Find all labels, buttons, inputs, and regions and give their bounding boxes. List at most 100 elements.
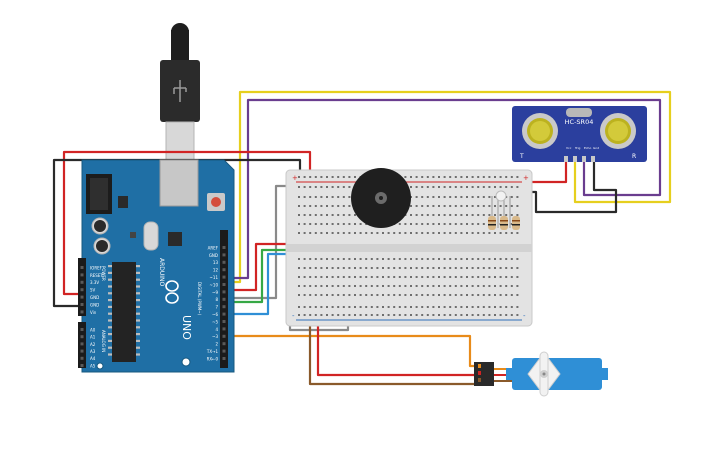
breadboard-hole bbox=[449, 205, 452, 207]
breadboard-hole bbox=[354, 314, 356, 316]
breadboard-hole bbox=[314, 267, 317, 269]
breadboard-hole bbox=[505, 267, 508, 269]
breadboard-hole bbox=[348, 186, 351, 188]
usb-icon bbox=[173, 80, 187, 102]
breadboard-hole bbox=[477, 294, 480, 296]
breadboard-hole bbox=[443, 196, 446, 198]
breadboard-hole bbox=[494, 276, 496, 278]
breadboard-hole bbox=[326, 205, 328, 207]
breadboard-hole bbox=[314, 186, 317, 188]
breadboard-hole bbox=[359, 267, 362, 269]
breadboard-hole bbox=[432, 205, 435, 207]
breadboard-hole bbox=[482, 294, 485, 296]
breadboard-hole bbox=[387, 294, 390, 296]
breadboard-hole bbox=[337, 267, 340, 269]
breadboard-hole bbox=[516, 176, 519, 178]
breadboard-hole bbox=[415, 276, 418, 278]
digital-section-label: DIGITAL (PWM~) bbox=[197, 282, 202, 316]
header-pin bbox=[222, 297, 226, 301]
breadboard-hole bbox=[494, 232, 496, 234]
breadboard-hole bbox=[354, 214, 356, 216]
breadboard-hole bbox=[348, 294, 351, 296]
breadboard-hole bbox=[460, 285, 463, 287]
breadboard-hole bbox=[421, 223, 424, 225]
chip-pin bbox=[108, 285, 112, 288]
breadboard-hole bbox=[454, 223, 457, 225]
breadboard-hole bbox=[477, 214, 480, 216]
breadboard-hole bbox=[314, 276, 317, 278]
breadboard-hole bbox=[426, 232, 429, 234]
breadboard-hole bbox=[331, 232, 334, 234]
breadboard-hole bbox=[314, 205, 317, 207]
breadboard-hole bbox=[438, 314, 440, 316]
header-pin bbox=[222, 283, 226, 286]
breadboard-hole bbox=[466, 232, 468, 234]
breadboard-hole bbox=[303, 294, 306, 296]
breadboard-hole bbox=[494, 214, 496, 216]
breadboard-hole bbox=[415, 294, 418, 296]
breadboard-hole bbox=[326, 294, 328, 296]
breadboard-hole bbox=[320, 285, 323, 287]
breadboard-hole bbox=[438, 306, 440, 308]
breadboard-hole bbox=[303, 306, 306, 308]
breadboard-hole bbox=[331, 186, 334, 188]
breadboard-hole bbox=[314, 314, 317, 316]
breadboard-hole bbox=[438, 186, 440, 188]
breadboard-hole bbox=[488, 186, 491, 188]
breadboard-hole bbox=[331, 223, 334, 225]
breadboard-hole bbox=[432, 276, 435, 278]
red-power-wire bbox=[62, 150, 312, 296]
breadboard-hole bbox=[393, 294, 396, 296]
breadboard-hole bbox=[331, 306, 334, 308]
breadboard-hole bbox=[326, 276, 328, 278]
breadboard-hole bbox=[303, 176, 306, 178]
breadboard-hole bbox=[482, 205, 485, 207]
header-pin bbox=[80, 328, 84, 331]
breadboard-hole bbox=[426, 214, 429, 216]
breadboard-hole bbox=[482, 285, 485, 287]
breadboard-hole bbox=[510, 232, 513, 234]
breadboard-hole bbox=[387, 258, 390, 260]
breadboard-hole bbox=[309, 223, 312, 225]
breadboard-hole bbox=[359, 294, 362, 296]
header-pin bbox=[80, 303, 84, 306]
black-sensor-wire bbox=[520, 158, 618, 214]
breadboard-hole bbox=[376, 232, 379, 234]
breadboard-hole bbox=[314, 294, 317, 296]
breadboard-hole bbox=[510, 176, 513, 178]
breadboard-hole bbox=[460, 294, 463, 296]
breadboard-hole bbox=[337, 232, 340, 234]
breadboard-hole bbox=[314, 223, 317, 225]
breadboard-hole bbox=[354, 223, 356, 225]
header-pin bbox=[222, 246, 226, 249]
purple-wire bbox=[224, 98, 662, 280]
breadboard-hole bbox=[370, 306, 373, 308]
breadboard-hole bbox=[499, 186, 502, 188]
digital-pin-label: AREF bbox=[208, 245, 219, 250]
breadboard-hole bbox=[298, 205, 300, 207]
breadboard-hole bbox=[348, 232, 351, 234]
breadboard-hole bbox=[314, 285, 317, 287]
breadboard-hole bbox=[298, 276, 300, 278]
breadboard-hole bbox=[449, 285, 452, 287]
breadboard-hole bbox=[337, 196, 340, 198]
breadboard-hole bbox=[376, 294, 379, 296]
resistors bbox=[488, 216, 520, 230]
breadboard-hole bbox=[421, 186, 424, 188]
breadboard-hole bbox=[326, 314, 328, 316]
breadboard-hole bbox=[326, 258, 328, 260]
breadboard-hole bbox=[404, 276, 407, 278]
breadboard-hole bbox=[382, 267, 384, 269]
breadboard-hole bbox=[314, 214, 317, 216]
breadboard-hole bbox=[337, 176, 340, 178]
breadboard-hole bbox=[488, 306, 491, 308]
header-pin bbox=[80, 266, 84, 269]
breadboard-hole bbox=[342, 267, 345, 269]
breadboard-hole bbox=[505, 314, 508, 316]
breadboard-hole bbox=[376, 267, 379, 269]
breadboard-hole bbox=[298, 232, 300, 234]
breadboard-hole bbox=[505, 276, 508, 278]
breadboard-hole bbox=[482, 232, 485, 234]
sensor-pin-trig: Trig bbox=[574, 146, 580, 150]
breadboard-hole bbox=[387, 276, 390, 278]
